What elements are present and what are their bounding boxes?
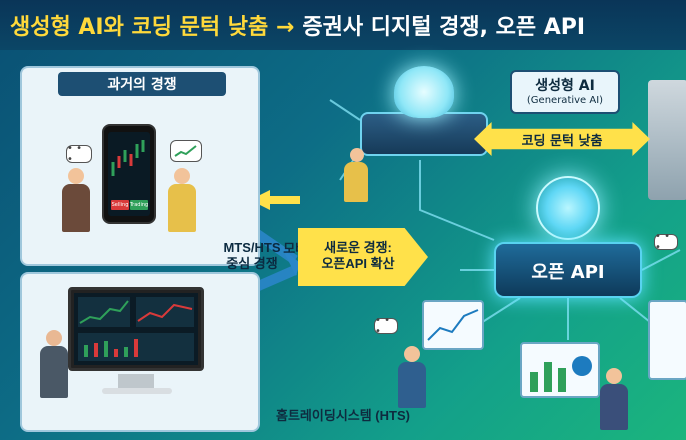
growth-chart-icon (174, 145, 197, 157)
generative-ai-box: 생성형 AI (Generative AI) (510, 70, 620, 114)
dashboard-panel-center (520, 342, 600, 398)
monitor-screen (74, 293, 198, 365)
speech-bubble-icon: • • • (66, 143, 92, 165)
buy-button: Trading (129, 200, 149, 210)
mts-hts-label: MTS/HTS 중심 경쟁 (212, 240, 292, 272)
trading-dashboard-icon (78, 297, 194, 361)
smartphone: Selling Trading (102, 124, 156, 224)
hts-caption: 홈트레이딩시스템 (HTS) (276, 408, 410, 423)
dashboard-panel-left (422, 300, 484, 350)
gen-ai-title: 생성형 AI (535, 78, 595, 94)
gen-ai-sub: (Generative AI) (526, 95, 604, 106)
panel-heading: 과거의 경쟁 (58, 72, 226, 96)
title-part1: 생성형 AI와 코딩 문턱 낮춤 → (10, 15, 295, 40)
panel-past-mts: 과거의 경쟁 (20, 66, 260, 266)
server-rack-icon (648, 80, 686, 200)
open-api-label: 오픈 API (531, 262, 605, 283)
open-api-platform (494, 242, 642, 298)
new-competition-arrow (298, 228, 428, 286)
desktop-monitor (68, 287, 204, 371)
chart-bubble-icon (170, 140, 202, 162)
title-bar: 생성형 AI와 코딩 문턱 낮춤 → 증권사 디지털 경쟁, 오픈 API (0, 0, 686, 50)
brain-icon (394, 66, 454, 118)
new-line1: 새로운 경쟁: (324, 240, 392, 255)
new-line2: 오픈API 확산 (321, 256, 395, 271)
new-competition-label: 새로운 경쟁: 오픈API 확산 (304, 240, 412, 272)
sell-button: Selling (111, 200, 129, 210)
monitor-base (102, 388, 172, 394)
chat-bubble-icon: • • • (374, 315, 398, 337)
line-chart-icon (427, 309, 479, 341)
mts-line1: MTS/HTS (223, 240, 281, 255)
globe-icon (536, 176, 600, 240)
mts-line2: 중심 경쟁 (226, 256, 278, 271)
monitor-stand (118, 374, 154, 388)
chat-bubble-icon-2: • • • (654, 231, 678, 253)
ai-platform (360, 112, 488, 156)
dashboard-panel-right (648, 300, 686, 380)
title-part2: 증권사 디지털 경쟁, 오픈 API (302, 15, 586, 40)
phone-screen: Selling Trading (108, 132, 150, 216)
coding-barrier-label: 코딩 문턱 낮춤 (521, 134, 603, 149)
candlestick-chart-icon (111, 140, 145, 176)
bar-chart-icon (530, 356, 592, 392)
